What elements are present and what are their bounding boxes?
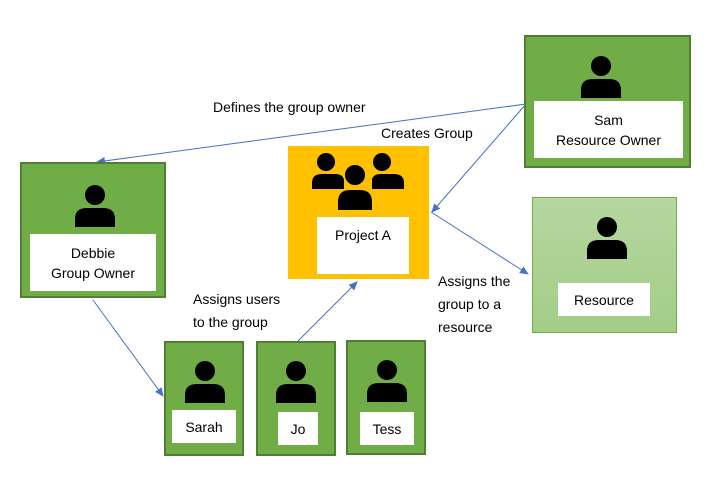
person-icon: [581, 56, 621, 98]
node-sarah-label: Sarah: [172, 410, 236, 443]
edge-jo-to-group: [296, 281, 358, 343]
edge-label-assigns-resource-line1: Assigns the: [438, 273, 511, 289]
edge-label-defines-owner: Defines the group owner: [213, 99, 366, 115]
person-icon: [75, 185, 115, 227]
node-group-label: Project A: [317, 217, 409, 274]
node-debbie-label: Debbie Group Owner: [30, 234, 156, 291]
person-icon: [587, 217, 627, 259]
node-sam-label: Sam Resource Owner: [534, 101, 683, 158]
node-jo[interactable]: Jo: [256, 341, 336, 456]
person-icon: [185, 361, 225, 403]
node-tess-label: Tess: [360, 412, 414, 445]
node-resource[interactable]: Resource: [532, 197, 677, 333]
edge-debbie-to-sarah: [92, 299, 164, 397]
edge-label-assigns-users: Assigns users to the group: [193, 288, 280, 334]
node-debbie[interactable]: Debbie Group Owner: [20, 162, 166, 298]
node-group-project-a[interactable]: Project A: [288, 146, 429, 279]
group-icon: [312, 153, 404, 211]
edge-label-assigns-users-line1: Assigns users: [193, 291, 281, 307]
node-tess-name: Tess: [372, 420, 402, 437]
node-sarah[interactable]: Sarah: [164, 341, 244, 456]
node-sam[interactable]: Sam Resource Owner: [524, 35, 691, 168]
node-jo-name: Jo: [290, 420, 306, 437]
node-sarah-name: Sarah: [185, 418, 223, 435]
node-jo-label: Jo: [278, 412, 318, 445]
node-debbie-name: Debbie: [70, 244, 116, 261]
edge-label-creates-group: Creates Group: [381, 125, 473, 141]
person-icon: [276, 361, 316, 403]
node-tess[interactable]: Tess: [346, 340, 426, 455]
node-resource-name: Resource: [574, 291, 634, 308]
node-debbie-role: Group Owner: [50, 264, 136, 281]
edge-label-assigns-resource: Assigns the group to a resource: [438, 270, 510, 339]
edge-label-assigns-resource-line2: group to a: [438, 296, 502, 312]
node-group-name: Project A: [334, 227, 392, 243]
edge-sam-to-group: [431, 103, 527, 213]
node-sam-role: Resource Owner: [555, 131, 662, 148]
node-resource-label: Resource: [558, 283, 650, 316]
edge-label-assigns-resource-line3: resource: [438, 319, 493, 335]
edge-group-to-resource: [430, 211, 529, 275]
person-icon: [367, 360, 407, 402]
edge-label-assigns-users-line2: to the group: [193, 314, 268, 330]
node-sam-name: Sam: [594, 111, 623, 128]
